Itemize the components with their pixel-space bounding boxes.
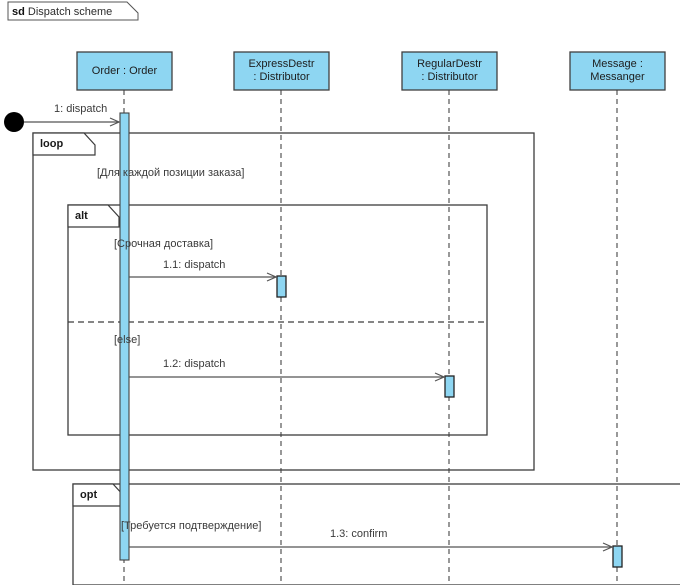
fragment-tag-opt: opt	[80, 489, 98, 501]
lifeline-label-order-line1: Order : Order	[91, 65, 158, 77]
diagram-title: sd Dispatch scheme	[12, 6, 112, 18]
message-label-1-3: 1.3: confirm	[330, 528, 388, 540]
lifeline-head-express[interactable]	[233, 51, 330, 91]
lifeline-label-order: Order : Order	[77, 65, 172, 78]
lifeline-head-order[interactable]	[76, 51, 173, 91]
activation-express	[276, 275, 287, 298]
lifeline-label-messenger: Message : Messanger	[570, 58, 665, 84]
diagram-title-text: Dispatch scheme	[27, 6, 113, 18]
activation-messenger	[612, 545, 623, 568]
lifeline-label-messenger-line2: Messanger	[590, 71, 645, 83]
fragment-alt	[67, 204, 488, 436]
lifeline-label-regular-line2: : Distributor	[421, 71, 478, 83]
diagram-kind-label: sd	[12, 6, 25, 18]
lifeline-head-regular[interactable]	[401, 51, 498, 91]
lifeline-label-regular-line1: RegularDestr	[417, 58, 482, 70]
fragment-guard-alt-else: [else]	[114, 334, 141, 346]
activation-regular	[444, 375, 455, 398]
lifeline-label-express-line2: : Distributor	[253, 71, 310, 83]
activation-order	[119, 112, 130, 561]
lifeline-lines	[123, 90, 618, 585]
lifeline-label-regular: RegularDestr : Distributor	[402, 58, 497, 84]
message-label-1-2: 1.2: dispatch	[163, 358, 226, 370]
fragment-loop	[32, 132, 535, 471]
fragment-guard-loop: [Для каждой позиции заказа]	[97, 167, 245, 179]
lifeline-label-express-line1: ExpressDestr	[248, 58, 315, 70]
message-label-1: 1: dispatch	[54, 103, 108, 115]
lifeline-head-messenger[interactable]	[569, 51, 666, 91]
lifeline-label-express: ExpressDestr : Distributor	[234, 58, 329, 84]
lifeline-label-messenger-line1: Message :	[592, 58, 643, 70]
fragment-tag-alt: alt	[75, 210, 88, 222]
message-label-1-1: 1.1: dispatch	[163, 259, 226, 271]
fragment-guard-opt: [Требуется подтверждение]	[121, 520, 262, 532]
fragment-tag-loop: loop	[40, 138, 64, 150]
found-message-start-icon	[4, 112, 24, 132]
fragment-guard-alt: [Срочная доставка]	[114, 238, 214, 250]
diagram-frame-tab	[7, 1, 139, 21]
